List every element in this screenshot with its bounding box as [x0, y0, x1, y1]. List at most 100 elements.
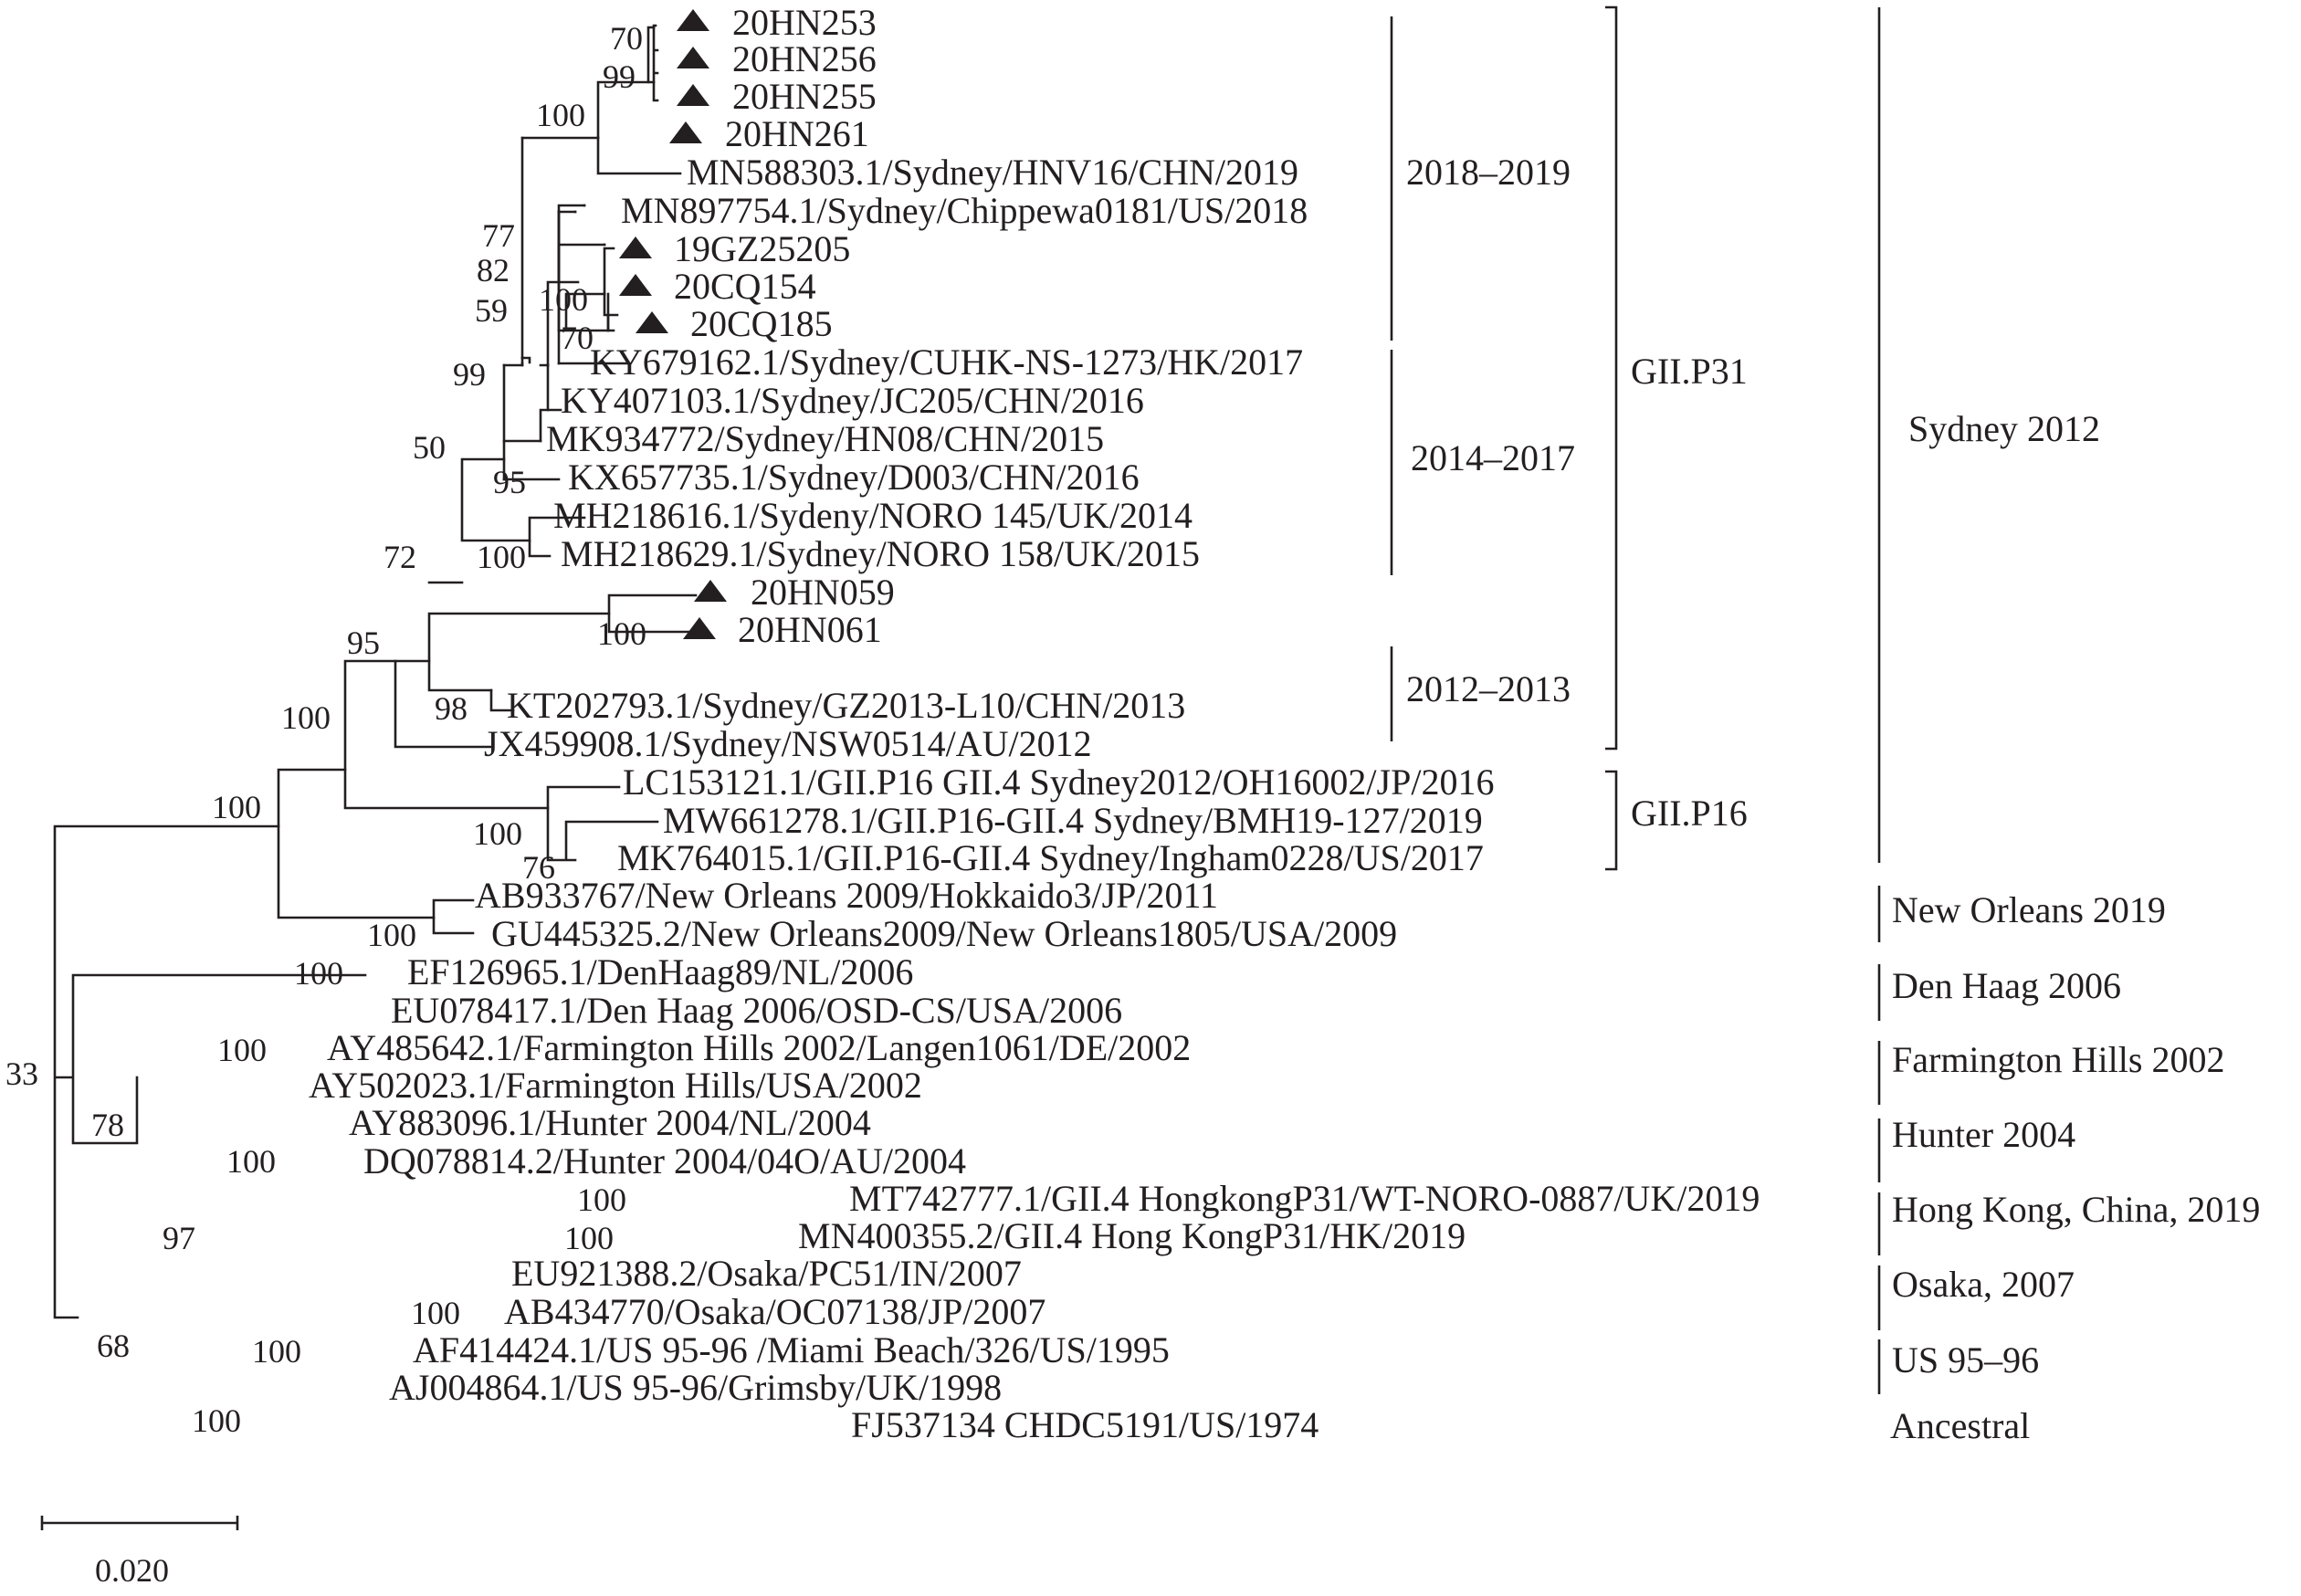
bootstrap-value: 59: [475, 292, 508, 329]
polymerase-label: GII.P31: [1631, 351, 1748, 392]
bootstrap-value: 95: [347, 625, 380, 661]
variant-label: Hunter 2004: [1892, 1114, 2075, 1155]
bootstrap-value: 50: [413, 429, 446, 466]
leaf-label: 20HN061: [738, 609, 882, 650]
leaf-label: MW661278.1/GII.P16-GII.4 Sydney/BMH19-12…: [663, 800, 1483, 841]
leaf-label: KX657735.1/Sydney/D003/CHN/2016: [568, 457, 1140, 498]
bootstrap-value: 100: [217, 1032, 267, 1068]
leaf-label: KT202793.1/Sydney/GZ2013-L10/CHN/2013: [507, 685, 1185, 726]
leaf-label: MN400355.2/GII.4 Hong KongP31/HK/2019: [798, 1215, 1466, 1256]
leaf-label: DQ078814.2/Hunter 2004/04O/AU/2004: [363, 1140, 966, 1181]
leaf-label: EU921388.2/Osaka/PC51/IN/2007: [511, 1253, 1022, 1294]
leaf-label: GU445325.2/New Orleans2009/New Orleans18…: [491, 913, 1397, 954]
leaf-label: EF126965.1/DenHaag89/NL/2006: [407, 951, 913, 992]
leaf-label: 20HN255: [732, 76, 877, 117]
leaf-labels: 20HN253 20HN256 20HN255 20HN261 MN588303…: [309, 2, 1760, 1445]
bootstrap-values: 70 99 100 77 82 100 70 59 99 95 50 100 7…: [5, 20, 646, 1439]
variant-label: US 95–96: [1892, 1339, 2039, 1381]
triangle-marker-icon: [677, 47, 709, 68]
bootstrap-value: 70: [610, 20, 643, 57]
leaf-label: EU078417.1/Den Haag 2006/OSD-CS/USA/2006: [391, 990, 1122, 1031]
leaf-label: MK934772/Sydney/HN08/CHN/2015: [546, 418, 1104, 459]
period-label: 2014–2017: [1411, 437, 1575, 478]
period-label: 2018–2019: [1406, 152, 1571, 193]
leaf-label: AY883096.1/Hunter 2004/NL/2004: [349, 1102, 871, 1143]
variant-label: Den Haag 2006: [1892, 965, 2121, 1006]
bootstrap-value: 82: [477, 252, 510, 289]
bootstrap-value: 77: [482, 217, 515, 254]
leaf-label: MN588303.1/Sydney/HNV16/CHN/2019: [687, 152, 1298, 193]
variant-label: Farmington Hills 2002: [1892, 1039, 2224, 1080]
leaf-label: FJ537134 CHDC5191/US/1974: [851, 1404, 1319, 1445]
leaf-label: AJ004864.1/US 95-96/Grimsby/UK/1998: [389, 1367, 1002, 1408]
leaf-label: AY502023.1/Farmington Hills/USA/2002: [309, 1065, 922, 1106]
bootstrap-value: 100: [536, 97, 585, 133]
bootstrap-value: 100: [539, 281, 588, 318]
bootstrap-value: 100: [252, 1333, 301, 1370]
leaf-label: AF414424.1/US 95-96 /Miami Beach/326/US/…: [413, 1329, 1170, 1370]
variant-label: Sydney 2012: [1908, 408, 2100, 449]
leaf-label: KY679162.1/Sydney/CUHK-NS-1273/HK/2017: [590, 341, 1303, 383]
leaf-label: MH218616.1/Sydeny/NORO 145/UK/2014: [553, 495, 1193, 536]
bootstrap-value: 98: [435, 690, 468, 727]
leaf-label: 20CQ154: [674, 266, 816, 307]
leaf-label: KY407103.1/Sydney/JC205/CHN/2016: [561, 380, 1144, 421]
leaf-label: 20HN059: [751, 572, 895, 613]
bootstrap-value: 100: [577, 1181, 626, 1218]
triangle-marker-icon: [636, 311, 668, 333]
bootstrap-value: 100: [192, 1402, 241, 1439]
bootstrap-value: 100: [212, 789, 261, 825]
bootstrap-value: 68: [97, 1328, 130, 1364]
triangle-marker-icon: [669, 121, 702, 143]
leaf-label: 20HN253: [732, 2, 877, 43]
leaf-label: MN897754.1/Sydney/Chippewa0181/US/2018: [621, 190, 1308, 231]
bootstrap-value: 33: [5, 1055, 38, 1092]
bootstrap-value: 100: [597, 615, 646, 652]
bootstrap-value: 100: [473, 815, 522, 852]
leaf-label: 20HN256: [732, 38, 877, 79]
bootstrap-value: 100: [564, 1220, 614, 1256]
leaf-label: LC153121.1/GII.P16 GII.4 Sydney2012/OH16…: [623, 761, 1494, 803]
clade-brackets: [1390, 5, 1881, 1394]
polymerase-label: GII.P16: [1631, 793, 1748, 834]
triangle-marker-icon: [677, 9, 709, 31]
bootstrap-value: 95: [493, 464, 526, 500]
leaf-label: MT742777.1/GII.4 HongkongP31/WT-NORO-088…: [849, 1178, 1760, 1219]
bootstrap-value: 100: [294, 955, 343, 992]
leaf-label: MK764015.1/GII.P16-GII.4 Sydney/Ingham02…: [617, 837, 1484, 878]
bootstrap-value: 97: [163, 1220, 195, 1256]
variant-label: Ancestral: [1890, 1405, 2030, 1446]
bootstrap-value: 99: [603, 58, 636, 95]
variant-label: Osaka, 2007: [1892, 1264, 2075, 1305]
variant-label: Hong Kong, China, 2019: [1892, 1189, 2260, 1230]
clade-labels: 2018–2019 2014–2017 2012–2013 GII.P31 GI…: [1406, 152, 2260, 1446]
triangle-marker-icon: [619, 236, 652, 258]
bootstrap-value: 100: [367, 917, 416, 953]
leaf-label: AB434770/Osaka/OC07138/JP/2007: [504, 1291, 1045, 1332]
triangle-marker-icon: [683, 617, 716, 639]
scale-bar: 0.020: [40, 1516, 239, 1589]
bootstrap-value: 99: [453, 356, 486, 393]
bootstrap-value: 76: [522, 849, 555, 886]
leaf-label: 20HN261: [725, 113, 869, 154]
bootstrap-value: 100: [477, 539, 526, 575]
leaf-label: JX459908.1/Sydney/NSW0514/AU/2012: [484, 723, 1092, 764]
leaf-label: 19GZ25205: [674, 228, 850, 269]
variant-label: New Orleans 2019: [1892, 889, 2166, 930]
scale-bar-label: 0.020: [95, 1552, 169, 1589]
period-label: 2012–2013: [1406, 668, 1571, 709]
bootstrap-value: 100: [411, 1295, 460, 1331]
triangle-marker-icon: [619, 274, 652, 296]
leaf-label: MH218629.1/Sydney/NORO 158/UK/2015: [561, 533, 1200, 574]
bootstrap-value: 100: [226, 1143, 276, 1180]
bootstrap-value: 78: [91, 1107, 124, 1143]
triangle-marker-icon: [677, 84, 709, 106]
bootstrap-value: 100: [281, 699, 331, 736]
triangle-marker-icon: [694, 580, 727, 602]
bootstrap-value: 72: [384, 539, 416, 575]
sample-markers: [619, 9, 727, 639]
leaf-label: AB933767/New Orleans 2009/Hokkaido3/JP/2…: [475, 875, 1218, 916]
bootstrap-value: 70: [561, 320, 594, 356]
leaf-label: 20CQ185: [690, 303, 833, 344]
leaf-label: AY485642.1/Farmington Hills 2002/Langen1…: [327, 1027, 1191, 1068]
